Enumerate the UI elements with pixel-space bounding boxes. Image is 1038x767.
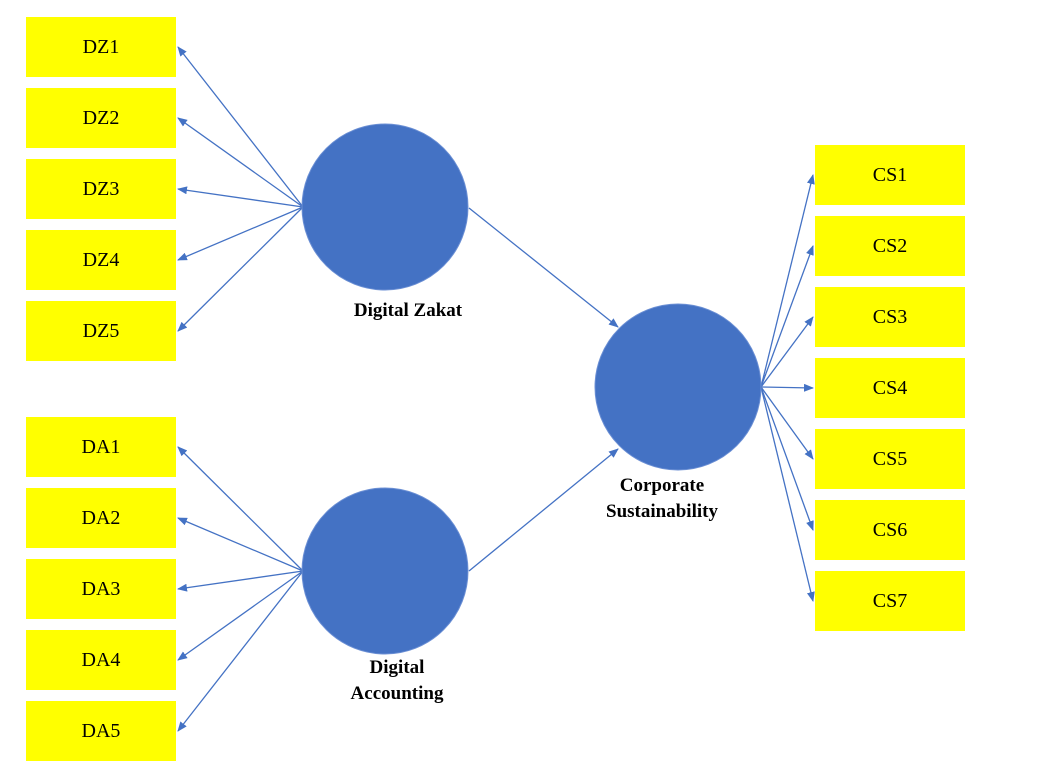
indicator-box [815, 287, 965, 347]
loading-arrow-dz2 [177, 117, 304, 208]
loading-arrow-dz4 [177, 206, 304, 261]
latent-circle [301, 487, 469, 655]
loading-arrow-cs1 [760, 174, 815, 388]
indicator-label: DZ5 [83, 320, 120, 342]
loading-arrow-cs6 [760, 386, 814, 531]
indicator-label: DZ3 [83, 178, 120, 200]
latent-label: Digital Zakat [354, 300, 463, 321]
loading-arrow-cs5 [760, 386, 814, 460]
loading-arrow-cs2 [760, 245, 814, 388]
indicator-box [26, 301, 176, 361]
latent-label: Sustainability [606, 501, 718, 522]
indicator-da5[interactable]: DA5 [26, 701, 176, 761]
indicator-box [26, 630, 176, 690]
indicator-label: DA2 [82, 507, 121, 529]
indicator-label: CS1 [873, 164, 907, 186]
indicator-box [26, 417, 176, 477]
indicator-cs2[interactable]: CS2 [815, 216, 965, 276]
loading-arrow-cs4 [760, 383, 814, 392]
indicator-label: DA5 [82, 720, 121, 742]
indicator-dz5[interactable]: DZ5 [26, 301, 176, 361]
indicator-label: DZ2 [83, 107, 120, 129]
indicator-label: CS6 [873, 519, 907, 541]
indicator-da4[interactable]: DA4 [26, 630, 176, 690]
indicator-box [26, 159, 176, 219]
indicator-box [815, 216, 965, 276]
indicator-box [815, 358, 965, 418]
indicator-cs5[interactable]: CS5 [815, 429, 965, 489]
path-arrow-dz-to-cs [468, 207, 619, 328]
indicator-cs6[interactable]: CS6 [815, 500, 965, 560]
latent-label: Digital [370, 657, 425, 678]
indicator-box [815, 145, 965, 205]
indicator-label: CS5 [873, 448, 907, 470]
latent-label: Corporate [620, 475, 704, 496]
indicator-dz4[interactable]: DZ4 [26, 230, 176, 290]
indicator-box [815, 571, 965, 631]
indicator-label: CS7 [873, 590, 907, 612]
indicator-cs1[interactable]: CS1 [815, 145, 965, 205]
indicator-box [815, 429, 965, 489]
loading-arrow-da3 [177, 570, 304, 592]
indicator-label: DA1 [82, 436, 121, 458]
indicator-box [26, 17, 176, 77]
loading-arrow-cs3 [760, 316, 814, 388]
indicator-da2[interactable]: DA2 [26, 488, 176, 548]
indicator-box [26, 488, 176, 548]
loading-arrow-da2 [177, 517, 304, 572]
loading-arrow-dz1 [177, 46, 304, 208]
indicator-box [26, 701, 176, 761]
latent-digital-zakat[interactable]: Digital Zakat [301, 123, 469, 321]
indicator-dz1[interactable]: DZ1 [26, 17, 176, 77]
arrows-layer [177, 46, 815, 732]
indicator-da1[interactable]: DA1 [26, 417, 176, 477]
indicator-box [26, 559, 176, 619]
indicator-dz3[interactable]: DZ3 [26, 159, 176, 219]
latent-circle [301, 123, 469, 291]
indicator-cs4[interactable]: CS4 [815, 358, 965, 418]
nodes-layer: DZ1DZ2DZ3DZ4DZ5DA1DA2DA3DA4DA5CS1CS2CS3C… [26, 17, 965, 761]
indicator-cs7[interactable]: CS7 [815, 571, 965, 631]
indicator-box [26, 88, 176, 148]
indicator-da3[interactable]: DA3 [26, 559, 176, 619]
indicator-label: CS4 [873, 377, 907, 399]
path-arrow-da-to-cs [468, 448, 619, 572]
loading-arrow-dz3 [177, 186, 304, 208]
indicator-box [26, 230, 176, 290]
indicator-label: DZ1 [83, 36, 120, 58]
loading-arrow-da5 [177, 570, 304, 732]
loading-arrow-da1 [177, 446, 304, 572]
indicator-dz2[interactable]: DZ2 [26, 88, 176, 148]
indicator-label: DA4 [82, 649, 121, 671]
indicator-label: CS3 [873, 306, 907, 328]
latent-circle [594, 303, 762, 471]
indicator-label: DZ4 [83, 249, 120, 271]
indicator-box [815, 500, 965, 560]
loading-arrow-dz5 [177, 206, 304, 332]
latent-label: Accounting [351, 683, 444, 704]
indicator-cs3[interactable]: CS3 [815, 287, 965, 347]
indicator-label: DA3 [82, 578, 121, 600]
indicator-label: CS2 [873, 235, 907, 257]
loading-arrow-da4 [177, 570, 304, 661]
loading-arrow-cs7 [760, 386, 815, 602]
